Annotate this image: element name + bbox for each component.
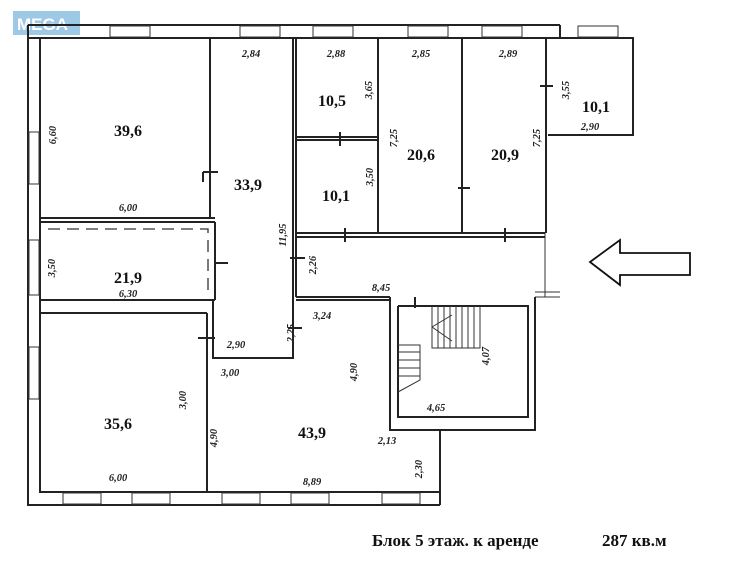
dimension-label: 2,26 <box>308 255 319 275</box>
outer-walls <box>27 24 634 506</box>
room-area: 21,9 <box>114 270 142 287</box>
dimension-label: 3,00 <box>178 390 189 410</box>
windows <box>28 25 619 505</box>
room-area: 10,5 <box>318 93 346 110</box>
dimension-label: 2,90 <box>580 122 600 133</box>
dimension-labels: 2,84 2,88 2,85 2,89 6,60 3,65 3,50 7,25 … <box>47 49 600 488</box>
mega-logo <box>13 11 80 35</box>
dimension-label: 3,00 <box>220 368 240 379</box>
dimension-label: 6,30 <box>119 289 138 300</box>
dimension-label: 2,89 <box>498 49 518 60</box>
interior-walls <box>40 38 553 492</box>
staircase <box>397 306 481 393</box>
room-area: 10,1 <box>582 99 610 116</box>
dimension-label: 8,45 <box>372 283 390 294</box>
dimension-label: 3,50 <box>47 258 58 278</box>
dimension-label: 7,25 <box>389 129 400 147</box>
dimension-label: 4,90 <box>209 428 220 448</box>
room-area: 39,6 <box>114 123 142 140</box>
room-area: 10,1 <box>322 188 350 205</box>
dimension-label: 4,90 <box>349 362 360 382</box>
dimension-label: 3,65 <box>364 81 375 100</box>
dimension-label: 3,55 <box>561 81 572 100</box>
dimension-label: 6,00 <box>119 203 138 214</box>
room-area: 43,9 <box>298 425 326 442</box>
caption-area: 287 кв.м <box>602 531 667 550</box>
dimension-label: 7,25 <box>532 129 543 147</box>
room-area: 20,6 <box>407 147 435 164</box>
dimension-label: 2,88 <box>326 49 346 60</box>
dimension-label: 3,50 <box>365 167 376 187</box>
dimension-label: 3,24 <box>312 311 331 322</box>
dimension-label: 6,00 <box>109 473 128 484</box>
dimension-label: 2,13 <box>377 436 396 447</box>
dimension-label: 4,65 <box>426 403 445 414</box>
dimension-label: 2,84 <box>241 49 260 60</box>
dimension-label: 8,89 <box>303 477 322 488</box>
caption-text: Блок 5 этаж. к аренде <box>372 531 539 550</box>
dimension-label: 2,30 <box>414 459 425 479</box>
entrance-arrow-icon <box>588 238 691 287</box>
dimension-label: 2,90 <box>226 340 246 351</box>
dimension-label: 2,85 <box>411 49 430 60</box>
dimension-label: 4,07 <box>481 346 492 366</box>
dimension-label: 6,60 <box>48 125 59 144</box>
dimension-label: 11,95 <box>278 223 289 246</box>
room-area: 33,9 <box>234 177 262 194</box>
room-area: 35,6 <box>104 416 132 433</box>
room-area: 20,9 <box>491 147 519 164</box>
dimension-label: 2,25 <box>286 324 297 343</box>
